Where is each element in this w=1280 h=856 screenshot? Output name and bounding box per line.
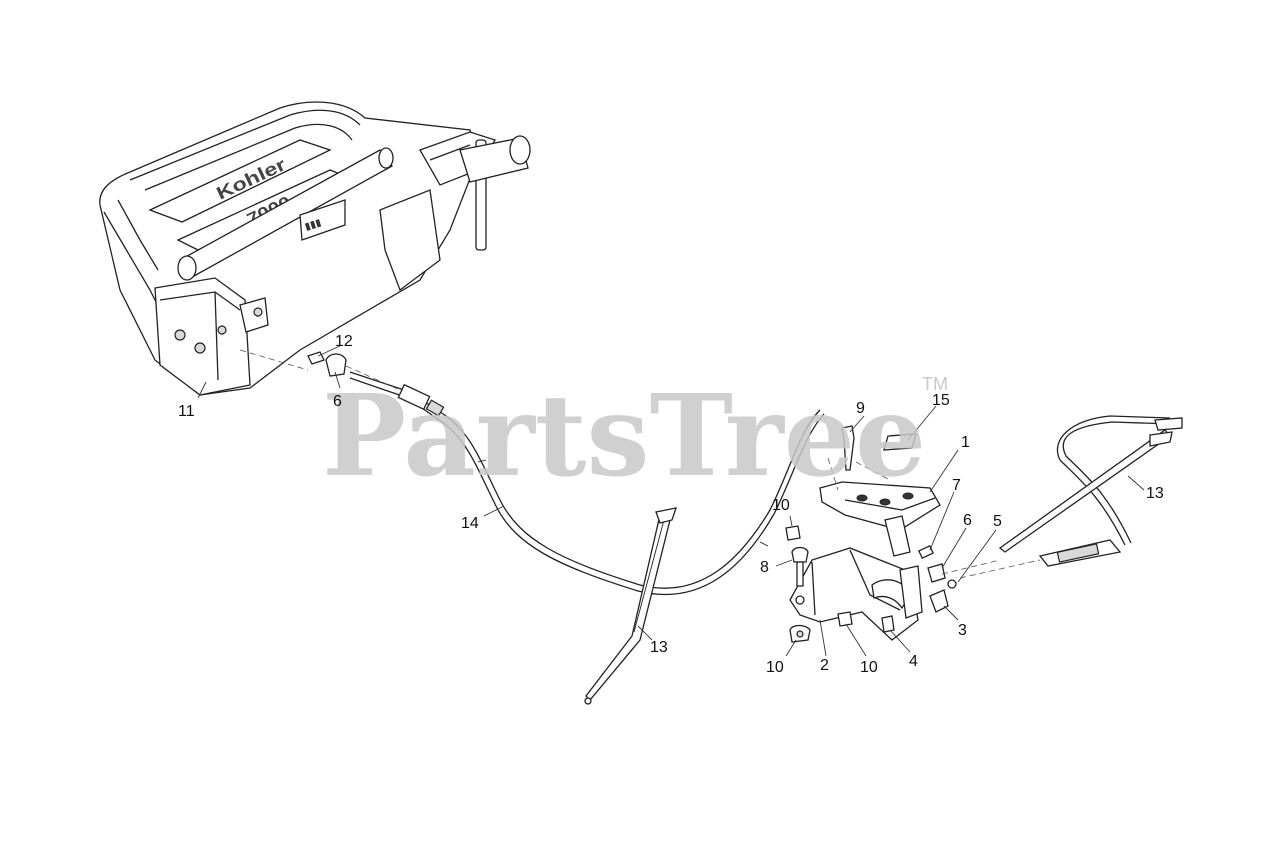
callout-13-right: 13 bbox=[1146, 485, 1164, 502]
callout-14: 14 bbox=[461, 515, 479, 532]
choke-cable-13-left bbox=[584, 507, 677, 705]
callout-labels: 11 12 6 14 13 9 15 1 7 6 5 13 10 8 3 10 … bbox=[178, 333, 1164, 676]
throttle-control-bracket bbox=[789, 481, 1001, 641]
callout-9: 9 bbox=[856, 400, 865, 417]
throttle-cable-14 bbox=[349, 371, 825, 596]
callout-13-left: 13 bbox=[650, 639, 668, 656]
callout-10-top: 10 bbox=[772, 497, 790, 514]
callout-11: 11 bbox=[178, 403, 195, 420]
callout-5: 5 bbox=[993, 513, 1002, 530]
watermark-text: PartsTree bbox=[322, 371, 926, 502]
callout-4: 4 bbox=[909, 653, 918, 670]
watermark-trademark: TM bbox=[922, 374, 948, 394]
engine-assembly: Kohler 7000 ▮▮▮ bbox=[99, 101, 531, 396]
callout-3: 3 bbox=[958, 622, 967, 639]
callout-10-bottom-left: 10 bbox=[766, 659, 784, 676]
callout-12: 12 bbox=[335, 333, 353, 350]
callout-10-bottom-middle: 10 bbox=[860, 659, 878, 676]
svg-text:▮▮▮: ▮▮▮ bbox=[304, 217, 323, 233]
callout-8: 8 bbox=[760, 559, 769, 576]
callout-2: 2 bbox=[820, 657, 829, 674]
callout-7: 7 bbox=[952, 477, 961, 494]
leader-lines bbox=[197, 345, 1145, 657]
callout-1: 1 bbox=[961, 434, 970, 451]
callout-6-right: 6 bbox=[963, 512, 972, 529]
hardware-parts bbox=[239, 349, 917, 643]
choke-cable-13-right bbox=[959, 415, 1183, 579]
callout-6-left: 6 bbox=[333, 393, 342, 410]
callout-15: 15 bbox=[932, 392, 950, 409]
